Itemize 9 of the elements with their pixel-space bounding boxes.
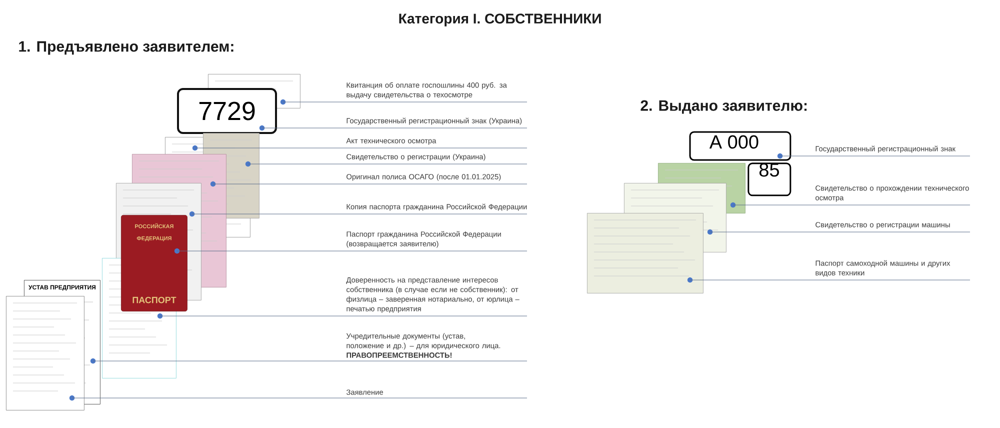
leader-line	[176, 250, 346, 252]
leader-line	[732, 204, 816, 206]
leader-line	[92, 360, 346, 362]
title: Категория I. СОБСТВЕННИКИ	[399, 14, 601, 26]
document-picture	[6, 296, 84, 410]
section-heading: 2. Выдано заявителю:	[640, 100, 807, 114]
license-plate: 7729	[177, 88, 277, 134]
section-heading: 1. Предъявлено заявителем:	[19, 41, 234, 55]
document-picture	[587, 213, 704, 294]
